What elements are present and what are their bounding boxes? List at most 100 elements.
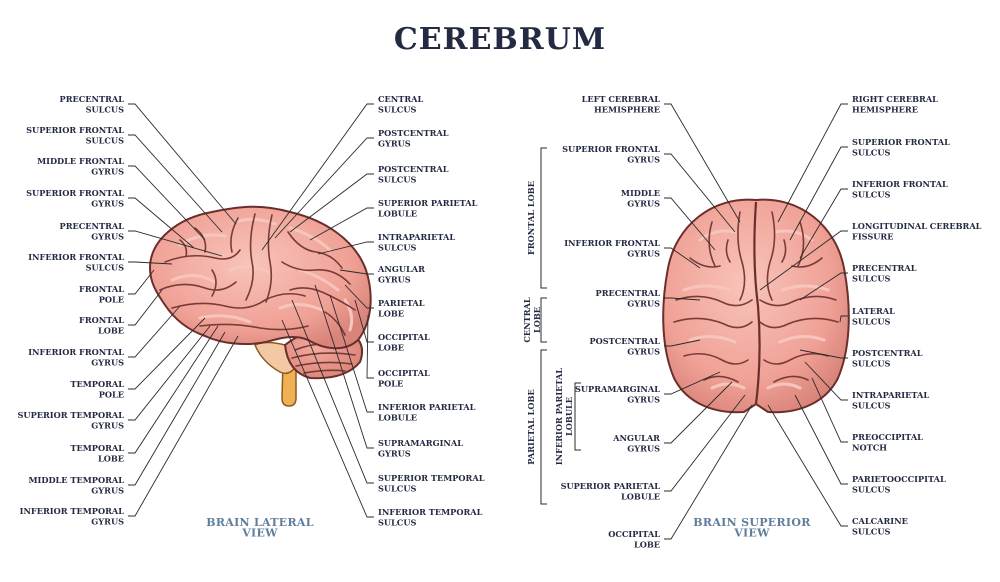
lateral-label-central-sulcus-line-2: SULCUS — [378, 105, 416, 115]
superior-label-occipital-lobe-line-2: LOBE — [634, 540, 660, 550]
lateral-label-frontal-lobe-line-2: LOBE — [98, 326, 124, 336]
superior-label-postcentral-gyrus-leader — [664, 339, 701, 347]
superior-label-precentral-sulcus-leader — [799, 272, 848, 301]
superior-label-supramarginal-gyrus-line-1: SUPRAMARGINAL — [575, 384, 660, 394]
lateral-label-middle-temporal-gyrus-line-2: GYRUS — [91, 486, 124, 496]
lateral-label-superior-temporal-sulcus-line-1: SUPERIOR TEMPORAL — [378, 473, 485, 483]
lateral-label-precentral-gyrus-line-2: GYRUS — [91, 232, 124, 242]
lateral-label-inferior-parietal-lobule-leader — [329, 294, 374, 413]
lateral-label-middle-temporal-gyrus-leader — [128, 331, 226, 486]
lateral-label-occipital-lobe-line-1: OCCIPITAL — [378, 332, 430, 342]
superior-label-supramarginal-gyrus-line-2: GYRUS — [627, 395, 660, 405]
lateral-label-superior-parietal-lobule-leader — [309, 207, 374, 241]
lateral-label-parietal-lobe-line-2: LOBE — [378, 309, 404, 319]
lateral-label-superior-frontal-gyrus-line-1: SUPERIOR FRONTAL — [26, 188, 124, 198]
lateral-label-parietal-lobe-line-1: PARIETAL — [378, 298, 425, 308]
superior-label-precentral-gyrus-leader — [664, 297, 701, 301]
bracket-frontal-lobe — [540, 147, 547, 289]
lateral-label-precentral-gyrus-line-1: PRECENTRAL — [60, 221, 125, 231]
superior-label-intraparietal-sulcus-line-1: INTRAPARIETAL — [852, 390, 929, 400]
lateral-label-intraparietal-sulcus-line-1: INTRAPARIETAL — [378, 232, 455, 242]
group-label-inferior-parietal-lobule-line-2: LOBULE — [564, 397, 574, 436]
superior-label-inferior-frontal-gyrus-leader — [664, 247, 701, 269]
lateral-label-inferior-temporal-gyrus-line-1: INFERIOR TEMPORAL — [20, 506, 125, 516]
lateral-label-postcentral-sulcus-line-1: POSTCENTRAL — [378, 164, 449, 174]
lateral-label-precentral-sulcus-leader — [128, 103, 237, 225]
lateral-label-central-sulcus-leader — [261, 103, 374, 251]
lateral-view-caption-line-2: VIEW — [241, 527, 278, 540]
group-label-inferior-parietal-lobule: INFERIOR PARIETALLOBULE — [554, 368, 574, 466]
lateral-label-inferior-frontal-gyrus-line-2: GYRUS — [91, 358, 124, 368]
lateral-label-precentral-sulcus-line-1: PRECENTRAL — [60, 94, 125, 104]
lateral-label-superior-temporal-sulcus-leader — [291, 299, 374, 484]
group-label-central-lobe-line-1: CENTRAL — [522, 297, 532, 342]
superior-label-inferior-frontal-gyrus-line-2: GYRUS — [627, 249, 660, 259]
lateral-label-parietal-lobe-leader — [344, 284, 374, 309]
lateral-label-occipital-pole-line-1: OCCIPITAL — [378, 368, 430, 378]
superior-label-superior-frontal-sulcus-leader — [789, 146, 848, 241]
lateral-label-superior-frontal-gyrus-leader — [128, 197, 195, 249]
superior-label-intraparietal-sulcus-leader — [804, 361, 848, 401]
lateral-label-angular-gyrus-line-1: ANGULAR — [377, 264, 425, 274]
superior-label-superior-parietal-lobule-line-2: LOBULE — [621, 492, 660, 502]
lateral-label-superior-parietal-lobule-line-2: LOBULE — [378, 209, 417, 219]
superior-label-lateral-sulcus-leader — [839, 315, 848, 323]
superior-label-postcentral-sulcus-leader — [799, 349, 848, 359]
lateral-label-superior-frontal-gyrus-line-2: GYRUS — [91, 199, 124, 209]
lateral-label-inferior-frontal-sulcus-leader — [128, 261, 173, 265]
superior-label-inferior-frontal-sulcus-leader — [799, 188, 848, 259]
bracket-parietal-lobe — [540, 349, 547, 505]
superior-label-postcentral-sulcus-line-1: POSTCENTRAL — [852, 348, 923, 358]
group-label-central-lobe-line-2: LOBE — [532, 307, 542, 333]
superior-label-calcarine-sulcus-leader — [767, 404, 848, 527]
lateral-label-superior-frontal-sulcus-line-1: SUPERIOR FRONTAL — [26, 125, 124, 135]
lateral-label-inferior-frontal-gyrus-leader — [128, 305, 181, 358]
superior-label-parietooccipital-sulcus-line-1: PARIETOOCCIPITAL — [852, 474, 946, 484]
lateral-label-supramarginal-gyrus-line-2: GYRUS — [378, 449, 411, 459]
lateral-label-inferior-frontal-sulcus-line-1: INFERIOR FRONTAL — [28, 252, 124, 262]
superior-label-postcentral-gyrus-line-2: GYRUS — [627, 347, 660, 357]
superior-label-superior-frontal-gyrus-line-1: SUPERIOR FRONTAL — [562, 144, 660, 154]
lateral-label-inferior-parietal-lobule-line-2: LOBULE — [378, 413, 417, 423]
lateral-label-inferior-temporal-gyrus-line-2: GYRUS — [91, 517, 124, 527]
superior-label-lateral-sulcus-line-1: LATERAL — [852, 306, 895, 316]
group-label-inferior-parietal-lobule-line-1: INFERIOR PARIETAL — [554, 368, 564, 466]
superior-label-inferior-frontal-sulcus-line-1: INFERIOR FRONTAL — [852, 179, 948, 189]
lateral-label-postcentral-gyrus-leader — [274, 137, 374, 239]
superior-sulci — [673, 211, 839, 383]
superior-label-occipital-lobe-line-1: OCCIPITAL — [608, 529, 660, 539]
lateral-sulci — [159, 213, 356, 336]
lateral-label-inferior-frontal-sulcus-line-2: SULCUS — [86, 263, 124, 273]
bracket-central-lobe — [540, 297, 547, 343]
superior-label-left-cerebral-hemisphere-line-2: HEMISPHERE — [594, 105, 660, 115]
superior-label-angular-gyrus-line-2: GYRUS — [627, 444, 660, 454]
superior-label-preoccipital-notch-leader — [811, 377, 848, 443]
lateral-label-inferior-temporal-gyrus-leader — [128, 335, 239, 517]
lateral-label-superior-frontal-sulcus-leader — [128, 134, 223, 233]
lateral-label-occipital-lobe-line-2: LOBE — [378, 343, 404, 353]
